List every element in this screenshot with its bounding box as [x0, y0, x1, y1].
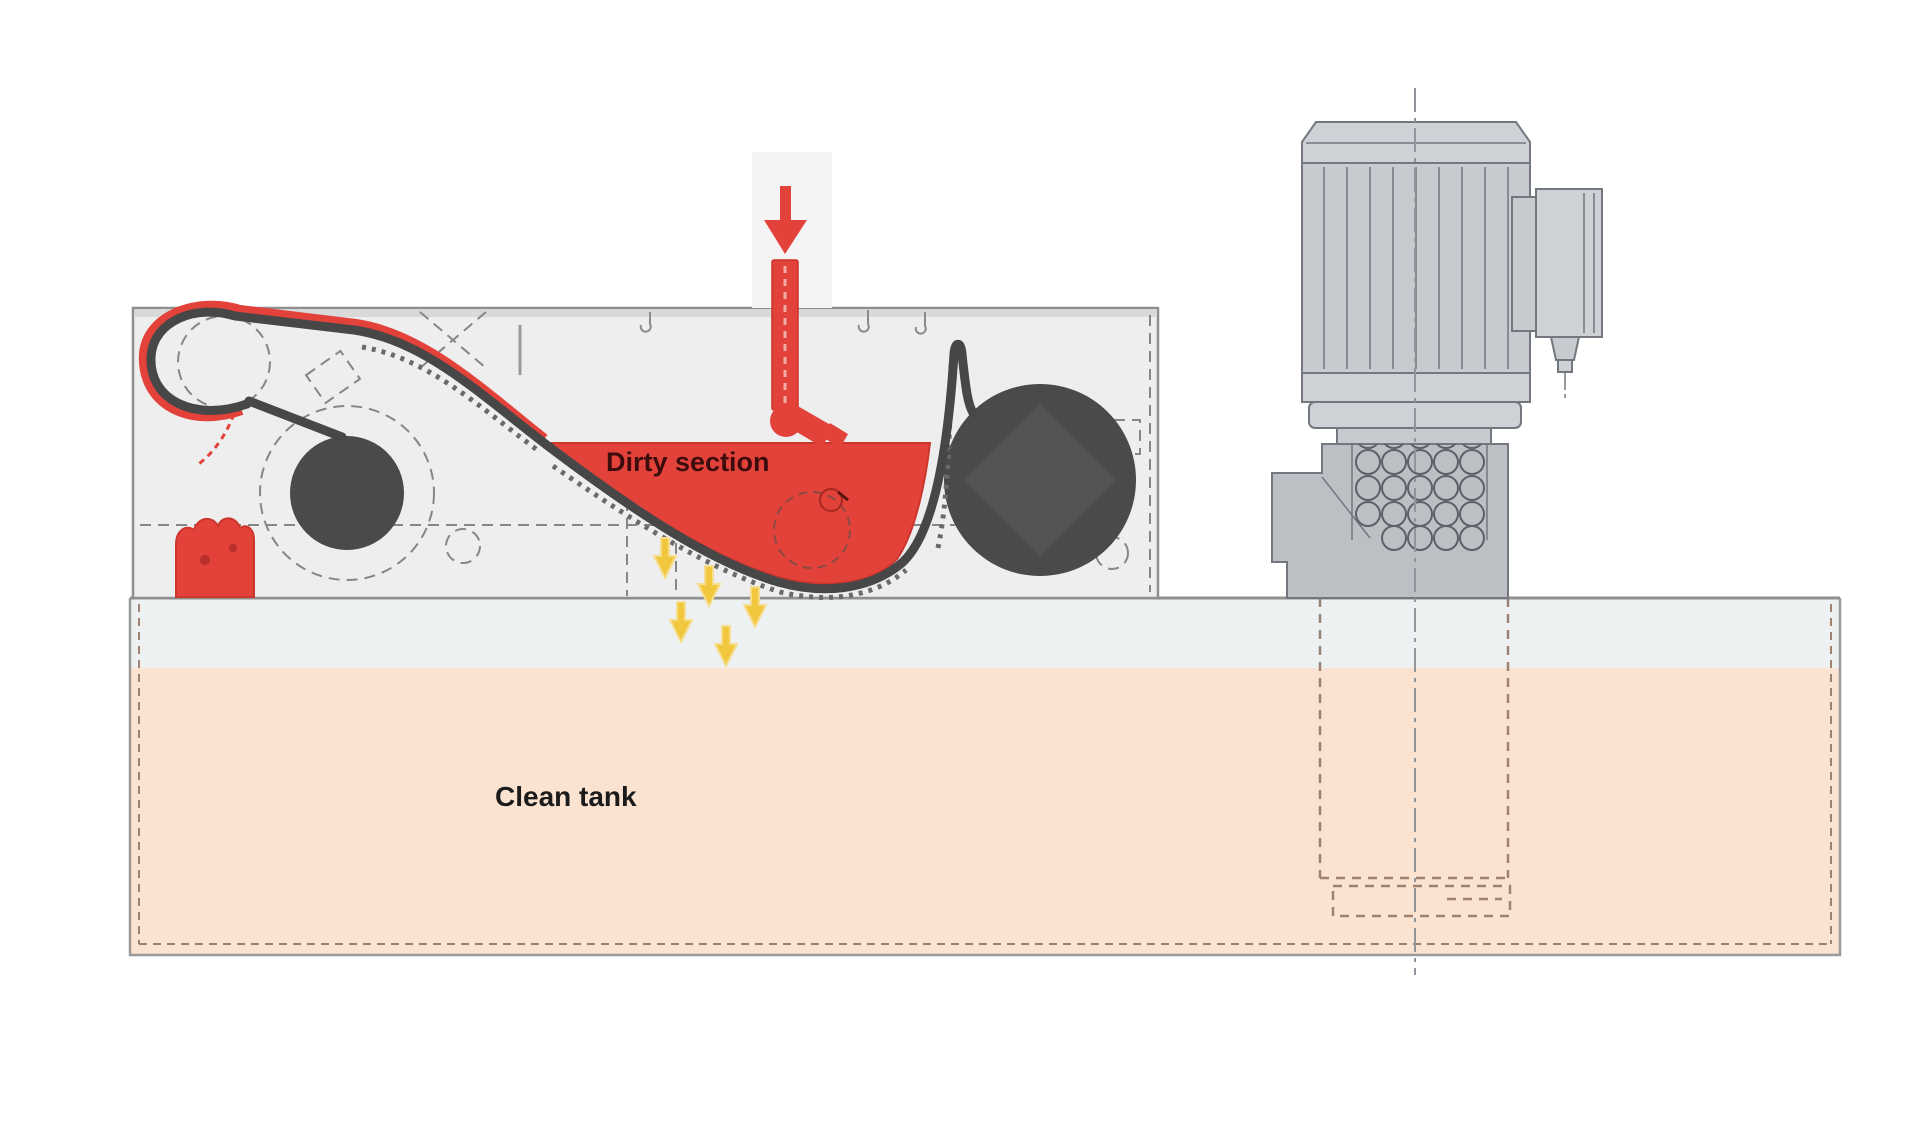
clean-tank-label: Clean tank	[495, 781, 637, 812]
housing-top-band	[134, 310, 1157, 317]
pool-fitting-circle	[819, 488, 843, 512]
left-roller-pitch-circle	[259, 405, 435, 581]
pipe-nozzle	[790, 405, 834, 447]
inflow-arrow-shaft	[780, 186, 791, 222]
filtrate-flow	[652, 537, 768, 669]
submerged-roller-outline	[773, 491, 851, 569]
housing-crease	[1321, 476, 1371, 539]
strainer-holes	[1355, 444, 1485, 551]
inflow-arrow-icon	[764, 220, 807, 254]
tank-liquid	[130, 668, 1840, 955]
cable-gland-stub	[1557, 359, 1573, 373]
belt-chain-texture-bottom	[551, 463, 908, 600]
filtrate-arrow-icon	[713, 625, 739, 669]
construction-lines	[140, 310, 1151, 596]
pool-fitting-mark	[837, 490, 849, 502]
clip-symbol-3	[914, 312, 927, 335]
sludge-texture-dot	[200, 555, 210, 565]
filtrate-arrow-icon	[742, 586, 768, 630]
filtrate-arrow-icon	[696, 565, 722, 609]
clip-symbol-2	[857, 310, 870, 333]
filtrate-arrow-icon	[652, 537, 678, 581]
scraper-belt	[146, 307, 978, 594]
belt-chain-texture-top	[361, 344, 542, 455]
filter-unit: Dirty section	[131, 300, 1160, 600]
motor-junction-box	[1535, 188, 1603, 338]
scraper-belt-return-run	[244, 396, 347, 442]
left-return-roller	[290, 436, 404, 550]
sludge-discharge-pile	[175, 517, 255, 598]
small-guide-circle	[445, 528, 481, 564]
submerged-pump-outline	[1318, 598, 1512, 918]
scraper-flight-outline	[304, 349, 362, 405]
filtrate-arrow-icon	[668, 601, 694, 645]
junction-box-plate	[1511, 196, 1537, 332]
pump-housing	[1271, 443, 1509, 599]
clean-tank: Clean tank	[128, 596, 1842, 957]
pipe-nozzle-tip	[824, 423, 848, 448]
clip-symbol-1	[639, 312, 652, 333]
scraper-blade-dashed	[195, 413, 236, 468]
dirty-section-label: Dirty section	[606, 447, 770, 477]
tank-walls	[128, 598, 1842, 957]
dirty-carryover-stripe	[138, 300, 548, 442]
sludge-texture-dot	[229, 544, 237, 552]
suction-foot-outline	[1331, 884, 1512, 918]
immersion-pump	[1271, 88, 1603, 975]
suction-strainer	[1321, 444, 1488, 551]
cable-gland	[1549, 336, 1581, 361]
drive-roller-hub	[964, 404, 1116, 556]
tank-air-gap	[130, 598, 1840, 668]
dirty-inlet	[752, 152, 848, 448]
